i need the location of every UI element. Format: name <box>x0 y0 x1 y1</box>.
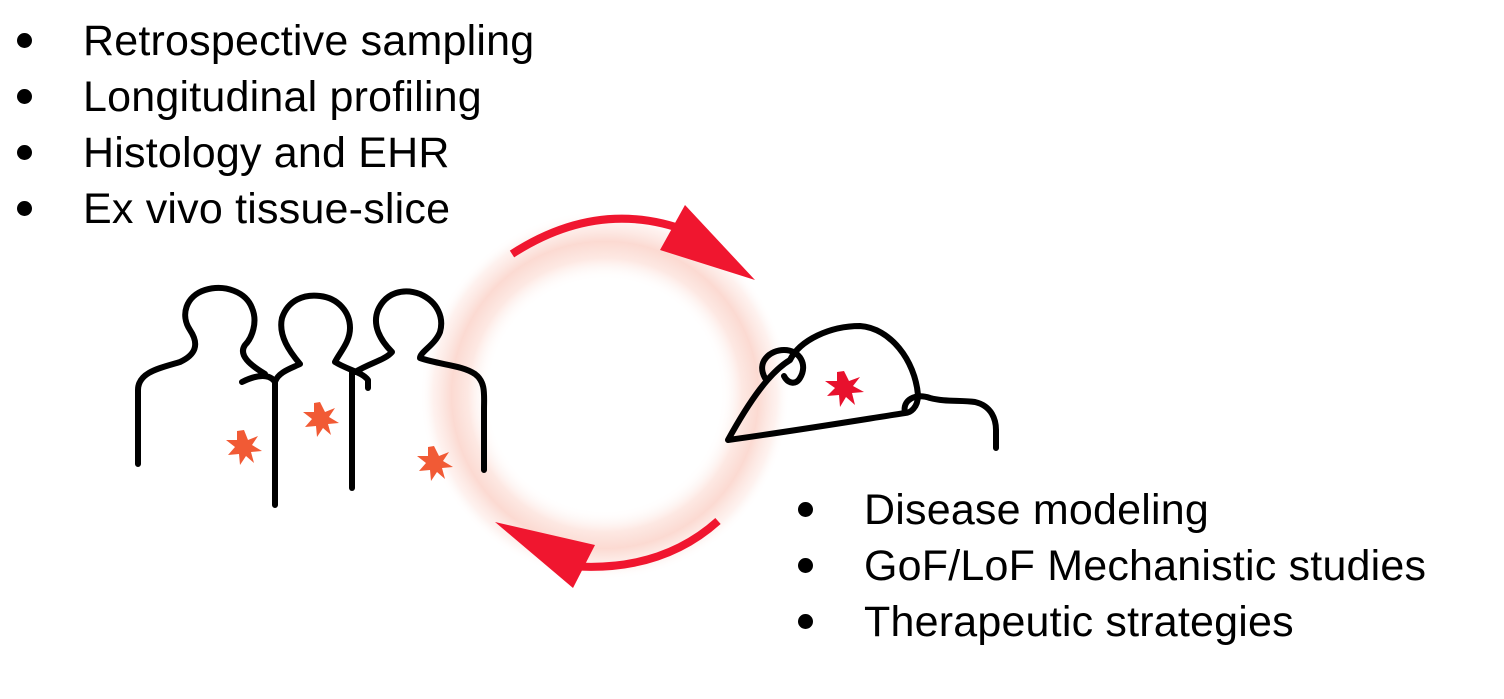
human-star-1 <box>226 430 262 465</box>
mouse-study-list: Disease modeling GoF/LoF Mechanistic stu… <box>798 482 1426 650</box>
cycle-arrow-bottom <box>569 518 721 571</box>
list-item: Longitudinal profiling <box>17 69 534 125</box>
lesion-star-icon <box>226 371 864 481</box>
cycle-arrow-top <box>509 214 692 258</box>
bullet-dot <box>17 33 32 48</box>
human-3 <box>352 288 488 473</box>
mouse-icon <box>725 323 999 451</box>
bullet-dot <box>798 614 813 629</box>
human-star-2 <box>303 402 339 437</box>
mouse-star <box>825 371 864 407</box>
human-silhouette-icon <box>135 285 488 508</box>
bullet-dot <box>17 201 32 216</box>
list-item: Therapeutic strategies <box>798 594 1426 650</box>
list-item-label: Disease modeling <box>864 486 1209 534</box>
bullet-dot <box>798 558 813 573</box>
list-item-label: Ex vivo tissue-slice <box>83 185 451 233</box>
human-1 <box>135 285 268 467</box>
ring-glow <box>420 210 790 580</box>
list-item: Retrospective sampling <box>17 13 534 69</box>
cycle-arrow-bottom-head <box>495 522 595 588</box>
list-item-label: Therapeutic strategies <box>864 598 1294 646</box>
list-item: Histology and EHR <box>17 125 534 181</box>
list-item: Ex vivo tissue-slice <box>17 181 534 237</box>
list-item-label: Retrospective sampling <box>83 17 535 65</box>
mouse-body <box>725 323 921 443</box>
cycle-arrow-icon <box>495 205 755 588</box>
bullet-dot <box>798 502 813 517</box>
cycle-arrow-top-head <box>660 205 755 280</box>
bullet-dot <box>17 145 32 160</box>
human-2 <box>272 292 371 391</box>
list-item-label: Histology and EHR <box>83 129 450 177</box>
list-item: GoF/LoF Mechanistic studies <box>798 538 1426 594</box>
list-item: Disease modeling <box>798 482 1426 538</box>
human-star-3 <box>417 446 453 481</box>
human-study-list: Retrospective sampling Longitudinal prof… <box>17 13 534 237</box>
mouse-ear <box>759 347 807 386</box>
bullet-dot <box>17 89 32 104</box>
list-item-label: GoF/LoF Mechanistic studies <box>864 542 1427 590</box>
list-item-label: Longitudinal profiling <box>83 73 482 121</box>
mouse-tail <box>901 393 999 451</box>
